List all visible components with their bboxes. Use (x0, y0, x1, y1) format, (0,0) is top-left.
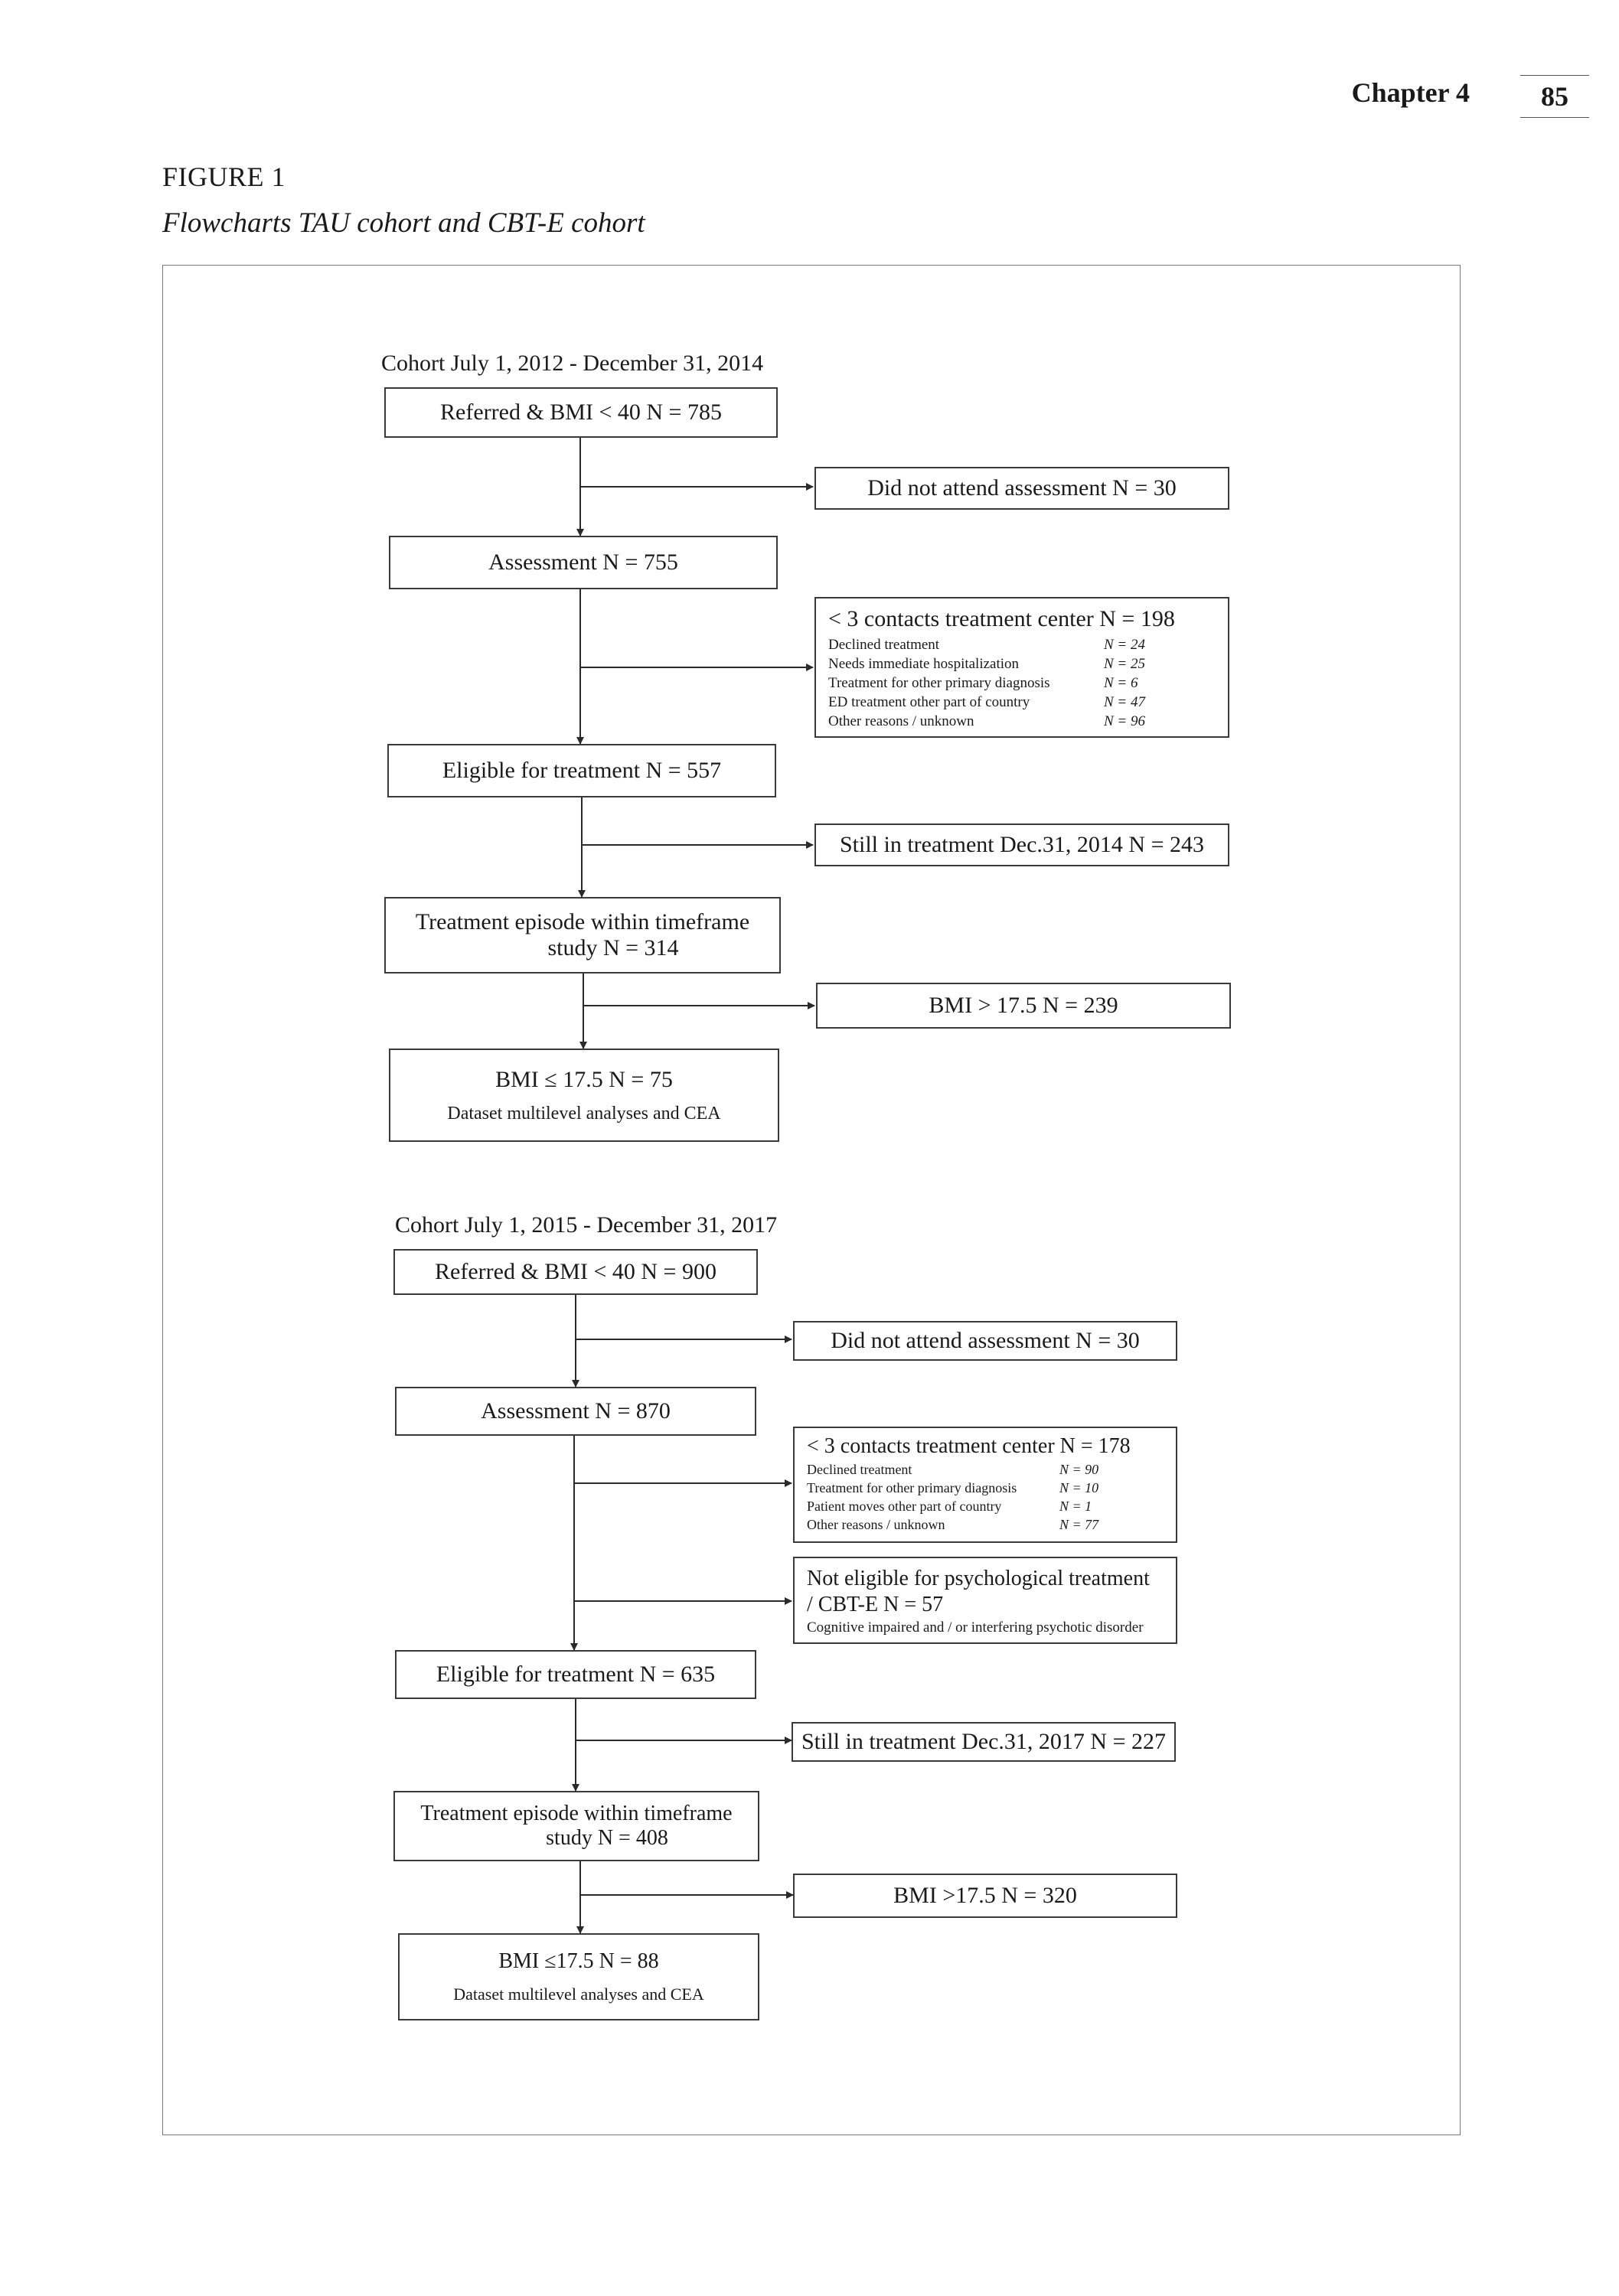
cohort1-dataset-label: Dataset multilevel analyses and CEA (447, 1103, 721, 1124)
cohort2-not-eligible-line2: / CBT-E N = 57 (807, 1593, 944, 1616)
cohort2-contacts-box: < 3 contacts treatment center N = 178 De… (793, 1427, 1177, 1543)
cohort2-referred-box: Referred & BMI < 40 N = 900 (393, 1249, 758, 1295)
cohort2-title: Cohort July 1, 2015 - December 31, 2017 (395, 1212, 778, 1238)
chapter-heading: Chapter 4 (1351, 77, 1470, 108)
cohort2-contacts-title: < 3 contacts treatment center N = 178 (807, 1434, 1131, 1458)
cohort1-episode-box: Treatment episode within timeframe study… (384, 897, 781, 974)
cohort1-still-in-treatment-box: Still in treatment Dec.31, 2014 N = 243 (814, 823, 1229, 866)
cohort2-bmi-over-box: BMI >17.5 N = 320 (793, 1874, 1177, 1918)
cohort2-eligible-box: Eligible for treatment N = 635 (395, 1650, 756, 1699)
page-number: 85 (1520, 75, 1589, 118)
cohort2-assessment-box: Assessment N = 870 (395, 1387, 756, 1436)
cohort1-episode-line2: study N = 314 (547, 935, 679, 960)
cohort2-episode-box: Treatment episode within timeframe study… (393, 1791, 759, 1861)
figure-title: Flowcharts TAU cohort and CBT-E cohort (162, 207, 645, 239)
cohort1-eligible-box: Eligible for treatment N = 557 (387, 744, 776, 797)
cohort2-not-eligible-line1: Not eligible for psychological treatment (807, 1567, 1150, 1590)
cohort1-episode-line1: Treatment episode within timeframe (415, 909, 750, 934)
cohort1-bmi-under-label: BMI ≤ 17.5 N = 75 (495, 1066, 673, 1092)
cohort1-contacts-title: < 3 contacts treatment center N = 198 (828, 606, 1175, 631)
figure-frame (162, 265, 1461, 2135)
cohort1-contacts-box: < 3 contacts treatment center N = 198 De… (814, 597, 1229, 738)
cohort2-bmi-under-label: BMI ≤17.5 N = 88 (498, 1949, 659, 1973)
cohort2-not-eligible-note: Cognitive impaired and / or interfering … (807, 1619, 1144, 1636)
cohort1-bmi-under-box: BMI ≤ 17.5 N = 75 Dataset multilevel ana… (389, 1049, 779, 1142)
cohort1-title: Cohort July 1, 2012 - December 31, 2014 (381, 351, 764, 376)
cohort2-bmi-under-box: BMI ≤17.5 N = 88 Dataset multilevel anal… (398, 1933, 759, 2020)
cohort2-not-eligible-box: Not eligible for psychological treatment… (793, 1557, 1177, 1644)
figure-label: FIGURE 1 (162, 161, 286, 192)
cohort1-bmi-over-box: BMI > 17.5 N = 239 (816, 983, 1231, 1029)
cohort1-referred-box: Referred & BMI < 40 N = 785 (384, 387, 778, 438)
cohort2-episode-line2: study N = 408 (546, 1826, 668, 1850)
cohort1-did-not-attend-box: Did not attend assessment N = 30 (814, 467, 1229, 510)
cohort1-assessment-box: Assessment N = 755 (389, 536, 778, 589)
cohort2-dataset-label: Dataset multilevel analyses and CEA (453, 1985, 704, 2004)
cohort2-still-in-treatment-box: Still in treatment Dec.31, 2017 N = 227 (792, 1722, 1176, 1762)
cohort2-episode-line1: Treatment episode within timeframe (420, 1802, 733, 1825)
cohort2-did-not-attend-box: Did not attend assessment N = 30 (793, 1321, 1177, 1361)
